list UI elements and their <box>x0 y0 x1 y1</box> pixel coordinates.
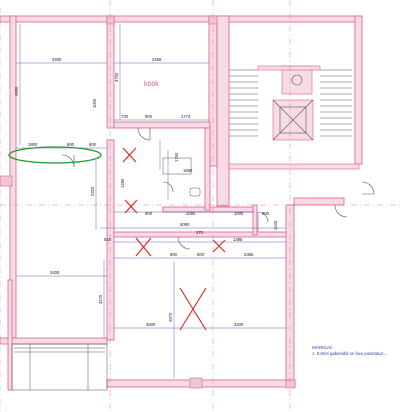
dim-1395: 1395 <box>233 237 243 242</box>
door-entrance <box>361 181 375 195</box>
dim-4570: 4570 <box>168 312 173 322</box>
highlight-ellipse <box>8 146 102 164</box>
walls <box>0 15 363 391</box>
sanitary <box>162 157 201 197</box>
sink-icon <box>162 157 192 175</box>
dim-2365: 2365 <box>244 252 254 257</box>
dim-1660: 1660 <box>183 168 193 173</box>
dimension-texts: 3400 3466 4950 3750 730 900 1774 1800 90… <box>14 57 278 327</box>
lift-inner <box>279 106 307 134</box>
dim-1800: 1800 <box>28 142 38 147</box>
wall-kitchen-bottom <box>113 121 211 129</box>
wall-corridor-b <box>113 231 295 238</box>
notes-line-1: 1. Korteri gabariidid on õiee punktatud … <box>312 351 387 356</box>
dim-510: 510 <box>104 237 112 242</box>
column-3 <box>0 175 13 187</box>
door-right <box>334 204 348 218</box>
room-label-kitchen: köök <box>144 81 159 88</box>
door-bath <box>162 181 174 193</box>
wall-balcony <box>0 337 108 345</box>
dim-900-b: 900 <box>67 142 75 147</box>
column-4 <box>285 379 296 389</box>
column-5 <box>189 377 203 389</box>
dim-top-right: 3466 <box>152 57 162 62</box>
columns <box>0 15 296 389</box>
cross-mark-1 <box>122 147 137 163</box>
dim-1750: 1750 <box>174 152 179 162</box>
door-kitchen <box>137 127 151 141</box>
notes-block: MÄRKUS: 1. Korteri gabariidid on õiee pu… <box>312 344 387 356</box>
dim-2280: 2280 <box>186 211 196 216</box>
balcony-glazing <box>11 343 108 391</box>
dim-1000: 1000 <box>234 211 244 216</box>
dimension-lines <box>16 24 286 378</box>
door-lower-room <box>177 236 191 250</box>
dim-600: 600 <box>89 142 97 147</box>
dim-900-e: 900 <box>170 252 178 257</box>
dim-730: 730 <box>121 114 129 119</box>
dim-600-b: 600 <box>197 252 205 257</box>
wall-stair-bottom <box>293 197 345 206</box>
dim-5090: 5090 <box>180 222 190 227</box>
stair-core <box>228 65 360 170</box>
toilet-icon <box>189 187 201 197</box>
wall-corridor-a <box>106 139 115 341</box>
column-1 <box>106 15 115 25</box>
dim-top-left: 3400 <box>52 57 62 62</box>
dim-270: 270 <box>196 230 204 235</box>
stair-treads <box>229 69 352 137</box>
dim-1000-b: 1000 <box>92 98 97 108</box>
wall-mid-vert <box>252 204 258 236</box>
dim-kitchen-height: 3750 <box>114 72 119 82</box>
wall-left-lower <box>7 279 13 391</box>
dim-1480: 1480 <box>120 178 125 188</box>
dim-900-c: 900 <box>145 211 153 216</box>
dim-900-a: 900 <box>145 114 153 119</box>
dim-900-d: 900 <box>262 211 270 216</box>
dim-3200: 3200 <box>234 322 244 327</box>
elevator-shaft-top <box>281 65 313 95</box>
doors <box>61 127 375 250</box>
dim-2320: 2320 <box>90 186 95 196</box>
dim-3600: 3600 <box>146 322 156 327</box>
cross-mark-5 <box>179 287 207 331</box>
windows <box>11 343 108 391</box>
notes-title: MÄRKUS: <box>312 344 333 350</box>
door-corridor-1 <box>61 154 75 168</box>
elevator-symbol <box>291 74 303 86</box>
wall-partition-a <box>106 15 115 129</box>
removal-marks <box>122 147 226 331</box>
wall-top-outer <box>0 15 363 23</box>
dim-3400-b: 3400 <box>50 270 60 275</box>
cross-mark-3 <box>135 237 152 257</box>
cross-mark-2 <box>124 199 138 214</box>
door-wc <box>257 211 269 223</box>
dim-1774: 1774 <box>181 114 191 119</box>
wall-stair-outer <box>354 15 363 165</box>
cross-mark-4 <box>212 239 226 253</box>
wall-stair <box>216 15 230 207</box>
dim-3270: 3270 <box>98 294 103 304</box>
dim-1440: 1440 <box>273 220 278 230</box>
dim-left-height: 4950 <box>14 86 19 96</box>
wall-bath-right <box>204 127 211 211</box>
